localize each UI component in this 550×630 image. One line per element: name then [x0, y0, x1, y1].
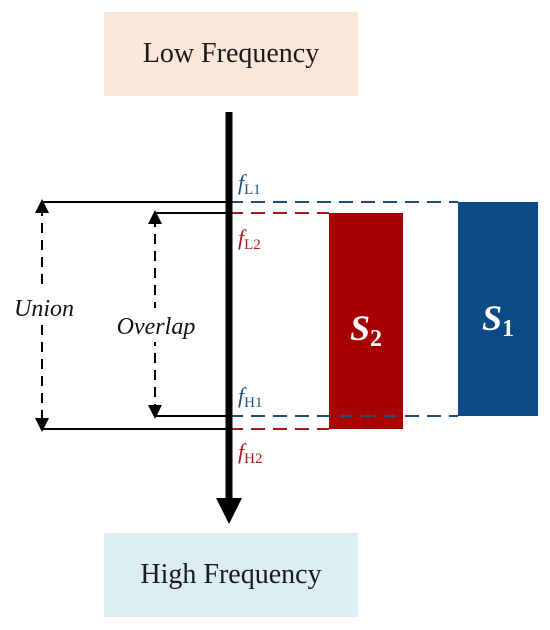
high-frequency-box — [104, 533, 358, 617]
f-h1-label: fH1 — [238, 383, 262, 411]
f-h2-label: fH2 — [238, 439, 262, 467]
s2-bar — [329, 213, 403, 429]
s1-bar — [458, 202, 538, 416]
s2-bar-label: S2 — [350, 308, 382, 352]
s1-bar-label: S1 — [482, 298, 514, 342]
s1-sub: 1 — [502, 316, 514, 342]
union-label: Union — [14, 296, 74, 322]
s1-base: S — [482, 298, 502, 338]
s2-sub: 2 — [370, 326, 382, 352]
low-frequency-label: Low Frequency — [143, 38, 320, 69]
s2-base: S — [350, 308, 370, 348]
overlap-label: Overlap — [117, 314, 196, 340]
high-frequency-label: High Frequency — [140, 559, 321, 590]
f-l1-label: fL1 — [238, 170, 261, 198]
frequency-axis-arrowhead — [216, 498, 242, 524]
f-l2-label: fL2 — [238, 225, 261, 253]
low-frequency-box — [104, 12, 358, 96]
